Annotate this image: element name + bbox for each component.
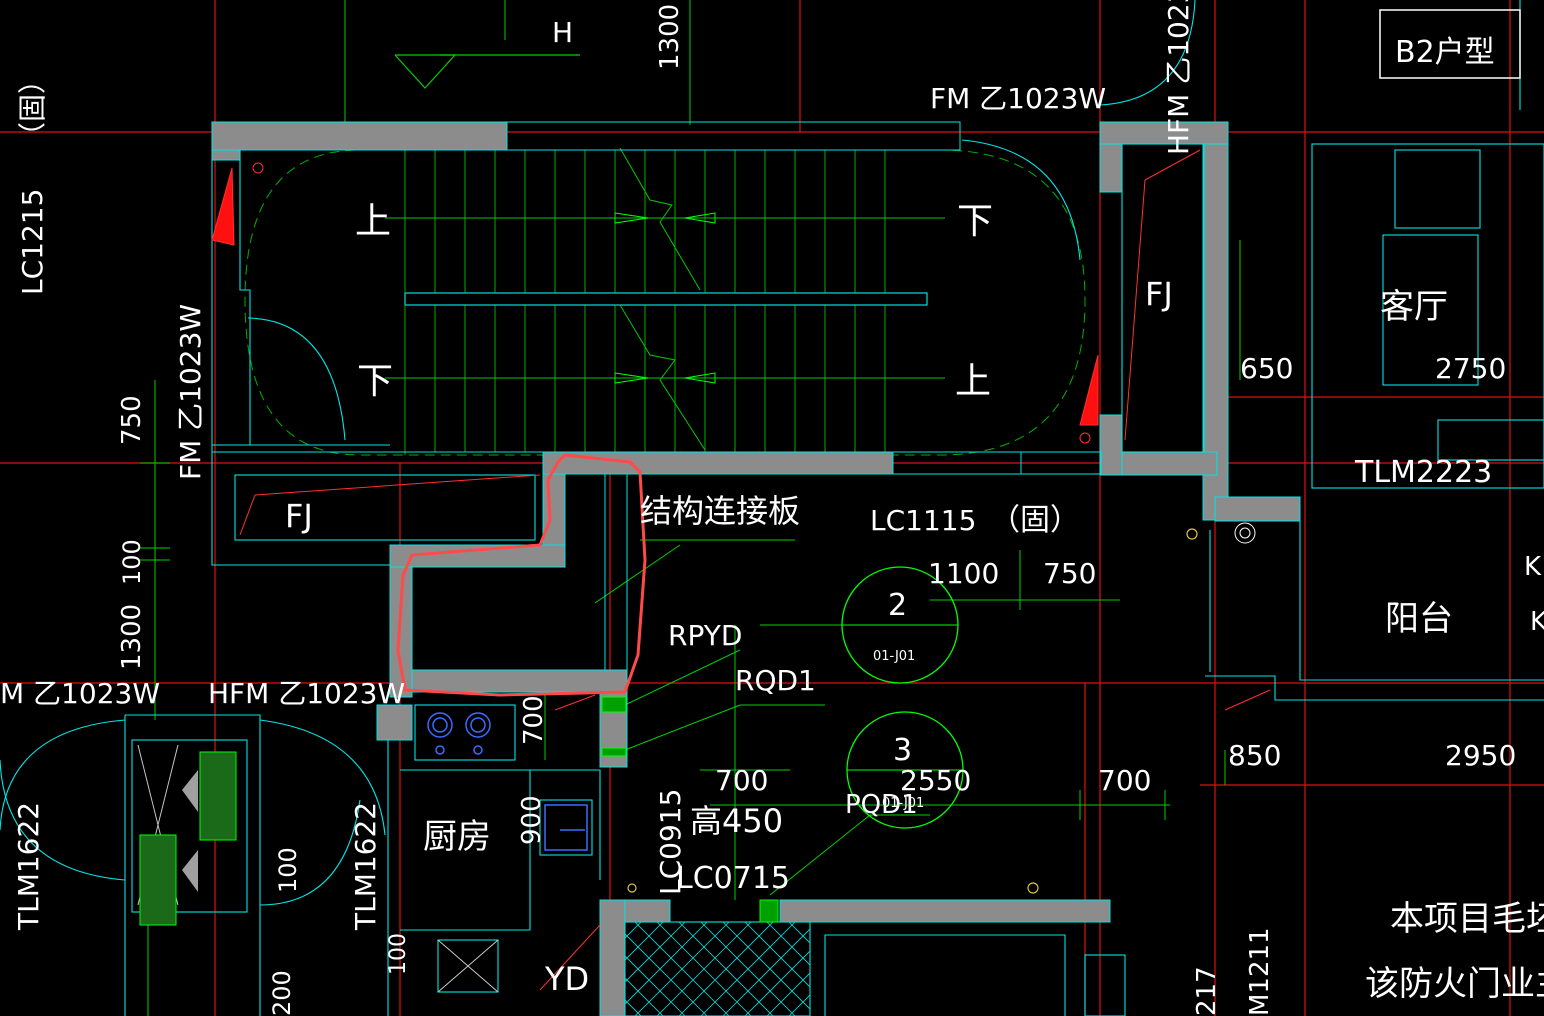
lc0915-label: LC0915 xyxy=(654,789,687,895)
height-note: 高450 xyxy=(690,802,783,840)
section3-number: 3 xyxy=(893,733,912,768)
hatch-line xyxy=(766,922,810,966)
dim-1100: 1100 xyxy=(928,557,999,590)
walls xyxy=(211,121,1301,1016)
hatch-line xyxy=(625,922,664,961)
lc1215-fixed-label: （固） xyxy=(16,66,49,150)
stair-down-right: 下 xyxy=(957,201,993,242)
hatch-line xyxy=(788,994,810,1016)
stair-up-right: 上 xyxy=(955,361,991,402)
rpyd-label: RPYD xyxy=(668,619,742,652)
hatch-line xyxy=(625,922,642,939)
lc1215-label: LC1215 xyxy=(16,189,49,295)
hatch-line xyxy=(625,977,664,1016)
dim-2550: 2550 xyxy=(900,764,971,797)
dim-900: 900 xyxy=(517,795,547,845)
edge-k-1: K xyxy=(1524,552,1542,582)
rqd1-label: RQD1 xyxy=(735,664,816,697)
dim-1300-left: 1300 xyxy=(117,604,147,670)
hfm-bottom-label: HFM 乙1023W xyxy=(208,677,405,710)
note-line-1: 本项目毛坯 xyxy=(1390,899,1544,939)
dim-100-left: 100 xyxy=(118,539,146,585)
tlm2223-label: TLM2223 xyxy=(1354,455,1492,490)
dimension-lines xyxy=(140,0,1241,1016)
hatch-line xyxy=(722,922,810,1010)
dim-100-bottom: 100 xyxy=(274,847,302,893)
edge-k-2: K xyxy=(1530,607,1544,637)
dim-1300-top: 1300 xyxy=(655,4,685,70)
dim-2950: 2950 xyxy=(1445,739,1516,772)
m1211-label: M1211 xyxy=(1245,927,1275,1016)
section2-number: 2 xyxy=(888,588,907,623)
hatch-line xyxy=(766,972,810,1016)
pipe-stubs xyxy=(601,696,779,923)
n217-label: 217 xyxy=(1192,966,1222,1016)
hatch-line xyxy=(700,922,796,1016)
dim-700-mid: 700 xyxy=(715,764,768,797)
level-symbol xyxy=(394,54,580,89)
hatch-line xyxy=(744,922,810,988)
dim-750-left: 750 xyxy=(117,395,147,445)
section2-ref: 01-J01 xyxy=(873,649,915,664)
section-marker-3: 3 01-J01 xyxy=(846,711,964,829)
tlm1622-b-label: TLM1622 xyxy=(349,802,382,931)
fixture-circles xyxy=(627,528,1198,894)
dim-200-bottom: 200 xyxy=(268,970,296,1016)
hatch-line xyxy=(656,922,752,1016)
arrow-blocks xyxy=(182,770,198,892)
level-h-label: H xyxy=(552,16,573,49)
hatch-line xyxy=(634,922,730,1016)
dim-700-right: 700 xyxy=(1098,764,1151,797)
lc0715-label: LC0715 xyxy=(676,861,790,896)
lc1115-fixed-label: （固） xyxy=(990,503,1080,538)
kitchen-label: 厨房 xyxy=(423,817,491,857)
hfm-top-label: HFM 乙1023 xyxy=(1162,0,1195,155)
pqd1-label: PQD1 xyxy=(845,790,918,820)
tlm1622-a-label: TLM1622 xyxy=(12,802,45,931)
stair-down-left: 下 xyxy=(357,361,393,402)
stair-up-left: 上 xyxy=(355,201,391,242)
structural-plate-label: 结构连接板 xyxy=(640,492,800,530)
title-block-frame xyxy=(1379,9,1521,79)
fm-left-label: FM 乙1023W xyxy=(174,304,207,480)
door-swings xyxy=(0,0,1211,906)
staircase xyxy=(244,147,1086,456)
stove-icon xyxy=(427,712,588,851)
note-line-2: 该防火门业主 xyxy=(1365,964,1544,1004)
unit-type-label: B2户型 xyxy=(1395,35,1495,70)
hatch-line xyxy=(678,922,774,1016)
dim-650: 650 xyxy=(1240,352,1293,385)
balcony-label: 阳台 xyxy=(1385,599,1453,639)
section-marker-2: 2 01-J01 xyxy=(841,566,959,684)
dim-100-low: 100 xyxy=(386,933,411,975)
smoke-shaft-markers xyxy=(211,149,1271,991)
living-room-label: 客厅 xyxy=(1380,287,1448,327)
fm-bottom-left-label: M 乙1023W xyxy=(0,677,160,710)
outlines xyxy=(124,0,1544,1016)
dim-850: 850 xyxy=(1228,739,1281,772)
hatched-floor xyxy=(625,922,810,1016)
dim-700-kitchen: 700 xyxy=(519,695,549,745)
lc1115-label: LC1115 xyxy=(870,504,976,537)
structural-plate-highlight xyxy=(396,453,647,697)
hatch-line xyxy=(625,933,708,1016)
fm-top-label: FM 乙1023W xyxy=(930,82,1106,115)
yd-label: YD xyxy=(544,960,589,998)
drain-icon xyxy=(1234,522,1256,544)
hatch-line xyxy=(625,955,686,1016)
shaft-right-label: FJ xyxy=(1145,275,1173,313)
dim-750: 750 xyxy=(1043,557,1096,590)
hatched-panels xyxy=(139,751,237,926)
dim-2750: 2750 xyxy=(1435,352,1506,385)
section3-ref: 01-J01 xyxy=(882,796,924,811)
hatch-line xyxy=(625,999,642,1016)
shaft-left-label: FJ xyxy=(285,497,313,535)
hatch-line xyxy=(788,922,810,944)
